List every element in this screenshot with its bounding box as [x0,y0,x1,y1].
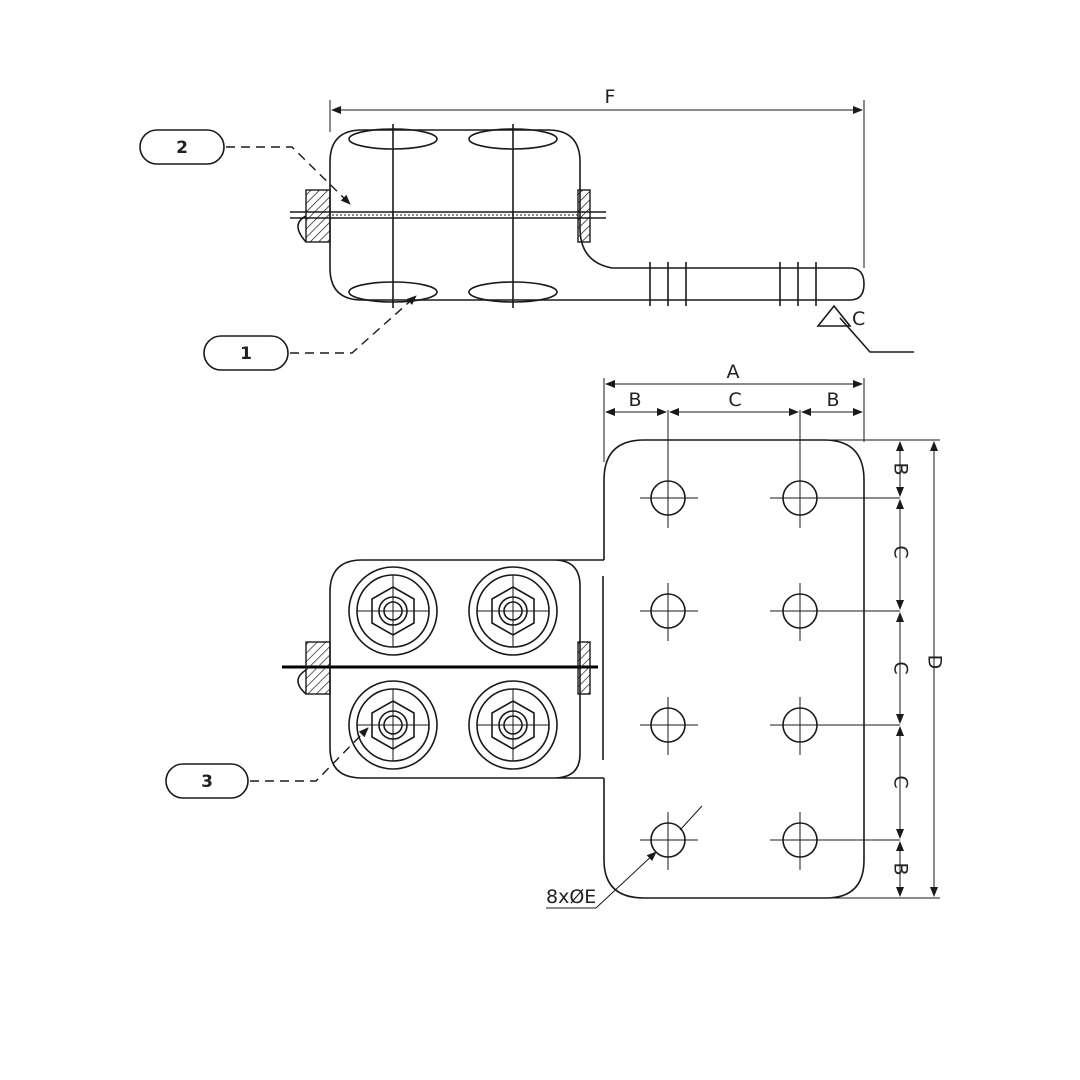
bolt-nut-1 [348,566,438,656]
balloon-1-leader [290,295,417,354]
bolt-nut-2 [468,566,558,656]
mounting-hole [640,812,698,870]
balloon-2 [139,129,225,165]
terminal-pad-outline [603,439,865,899]
bolt-nut-4 [468,680,558,770]
chamfer-leader [839,317,914,353]
balloon-3 [165,763,249,799]
chamfer-label: C [852,308,865,330]
dim-b-right-label: B [826,389,839,411]
mounting-hole [640,410,698,528]
dim-c-1-label: C [890,545,912,558]
conductor-front-curve [297,669,307,695]
hole-callout-leader-tail [679,805,703,831]
bolt-nut-3 [348,680,438,770]
mounting-hole [770,697,900,755]
balloon-1-label: 1 [240,344,252,364]
dim-f-label: F [605,86,616,108]
mounting-hole [640,697,698,755]
dim-d-label: D [924,655,946,670]
balloon-3-leader [250,727,369,782]
front-view: A B C B B C C C B D 8xØE 3 [165,361,946,909]
dim-c-horizontal-label: C [728,389,741,411]
dim-b-bottom-label: B [890,862,912,875]
conductor-end-curve [297,215,307,243]
conductor-section-right [577,641,591,695]
mounting-hole [770,410,900,528]
dim-b-top-label: B [890,462,912,475]
side-view: F C 2 1 [139,86,914,371]
balloon-2-label: 2 [176,138,188,158]
mounting-holes [640,410,900,870]
dim-b-left-label: B [628,389,641,411]
clamp-body-outline [329,129,865,301]
dim-c-3-label: C [890,775,912,788]
conductor-stub-left [305,189,331,243]
dim-a-label: A [727,361,740,383]
conductor-section-left [305,641,331,695]
mounting-hole [640,583,698,641]
conductor-stub-right [577,189,591,243]
hole-callout-leader [595,851,657,909]
balloon-2-leader [226,146,351,205]
dim-c-2-label: C [890,661,912,674]
balloon-1 [203,335,289,371]
mounting-hole [770,812,900,870]
clamp-outline [329,559,604,779]
hole-callout-label: 8xØE [546,886,596,908]
chamfer-symbol [816,304,852,327]
balloon-3-label: 3 [201,772,213,792]
mounting-hole [770,583,900,641]
